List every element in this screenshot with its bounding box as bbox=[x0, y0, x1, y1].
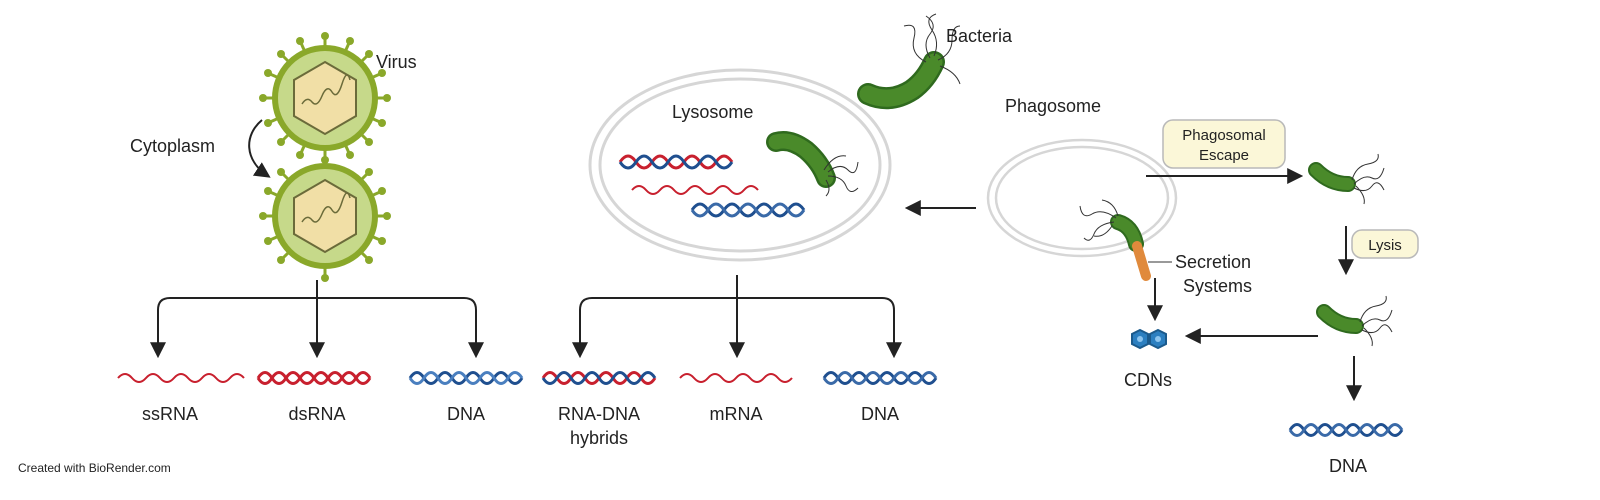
lysosome-mrna-strand-icon bbox=[631, 185, 759, 195]
lysosome-hybrid-helix-icon bbox=[618, 154, 734, 170]
phagosome-label: Phagosome bbox=[1005, 96, 1101, 116]
lysosome-label: Lysosome bbox=[672, 102, 753, 122]
bacterial-dna-helix-icon bbox=[1288, 423, 1404, 437]
lysosome-membrane bbox=[588, 68, 892, 262]
virus-branch-arrows bbox=[150, 280, 484, 359]
dsrna-helix-icon bbox=[256, 371, 372, 385]
phagosomal-escape-label-line2: Escape bbox=[1199, 147, 1249, 164]
mrna-strand-icon bbox=[679, 373, 793, 383]
rna-dna-hybrid-helix-icon bbox=[541, 371, 657, 385]
secretion-label-line2: Systems bbox=[1183, 276, 1252, 296]
lysosome-bacterium-icon bbox=[766, 131, 859, 197]
rna-dna-hybrids-label-line2: hybrids bbox=[570, 428, 628, 448]
secretion-label-line1: Secretion bbox=[1175, 252, 1251, 272]
lysosome-product-dna-helix-icon bbox=[822, 371, 938, 385]
biorender-credit: Created with BioRender.com bbox=[18, 461, 171, 475]
lysis-label: Lysis bbox=[1368, 237, 1402, 254]
virus-label: Virus bbox=[376, 52, 417, 72]
bacteria-icon bbox=[857, 13, 961, 110]
phagosomal-escape-box: Phagosomal Escape bbox=[1162, 119, 1286, 169]
cytoplasm-label: Cytoplasm bbox=[130, 136, 215, 156]
virus-bottom-icon bbox=[259, 156, 391, 282]
cytoplasm-arrow bbox=[248, 119, 271, 178]
lysosome-dna-label: DNA bbox=[861, 404, 899, 424]
bacterial-dna-label: DNA bbox=[1329, 456, 1367, 476]
bacteria-label: Bacteria bbox=[946, 26, 1013, 46]
secreting-bacterium-icon bbox=[1079, 199, 1151, 281]
lysosome-dna-helix-icon bbox=[690, 202, 806, 218]
virus-dna-label: DNA bbox=[447, 404, 485, 424]
lysis-box: Lysis bbox=[1351, 229, 1419, 259]
phagosome-membrane bbox=[986, 138, 1178, 258]
lysosome-branch-arrows bbox=[572, 275, 902, 359]
lysed-bacterium-icon bbox=[1316, 295, 1393, 347]
ssrna-strand-icon bbox=[117, 373, 245, 383]
cdns-icon bbox=[1131, 328, 1167, 350]
virus-top-icon bbox=[259, 32, 391, 164]
cdns-label: CDNs bbox=[1124, 370, 1172, 390]
mrna-label: mRNA bbox=[710, 404, 763, 424]
escaped-bacterium-icon bbox=[1308, 153, 1385, 205]
phagosomal-escape-label-line1: Phagosomal bbox=[1182, 127, 1265, 144]
rna-dna-hybrids-label-line1: RNA-DNA bbox=[558, 404, 640, 424]
dsrna-label: dsRNA bbox=[288, 404, 345, 424]
ssrna-label: ssRNA bbox=[142, 404, 198, 424]
virus-dna-helix-icon bbox=[408, 371, 524, 385]
